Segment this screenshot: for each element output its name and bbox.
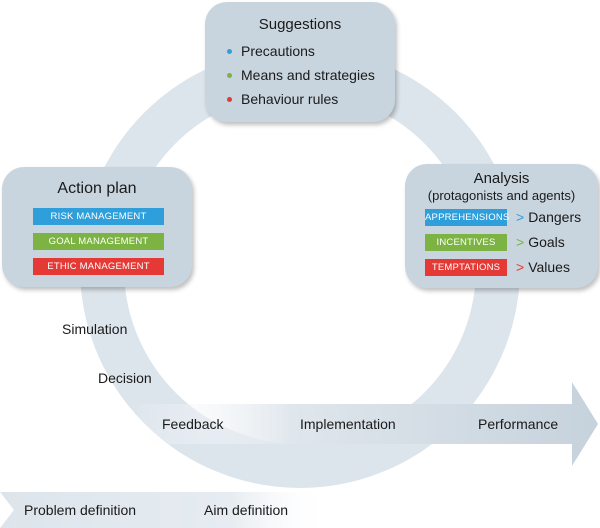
suggestions-box: Suggestions Precautions Means and strate… bbox=[205, 2, 395, 122]
bullet-dot-icon bbox=[227, 97, 232, 102]
suggestion-item: Behaviour rules bbox=[227, 87, 395, 111]
bullet-dot-icon bbox=[227, 49, 232, 54]
bullet-dot-icon bbox=[227, 73, 232, 78]
tag-apprehensions: APPREHENSIONS bbox=[425, 209, 509, 226]
label-implementation: Implementation bbox=[300, 416, 396, 432]
analysis-row-dangers: >Dangers bbox=[516, 209, 582, 225]
analysis-row-values: >Values bbox=[516, 259, 570, 275]
label-feedback: Feedback bbox=[162, 416, 224, 432]
tag-temptations: TEMPTATIONS bbox=[425, 259, 507, 276]
chevron-right-icon: > bbox=[516, 234, 525, 250]
label-problem-definition: Problem definition bbox=[24, 502, 137, 518]
problem-definition-arrow bbox=[0, 492, 330, 528]
analysis-title: Analysis bbox=[473, 170, 530, 187]
performance-arrow bbox=[130, 382, 598, 466]
chevron-right-icon: > bbox=[516, 259, 525, 275]
label-decision: Decision bbox=[98, 370, 152, 386]
suggestions-list: Precautions Means and strategies Behavio… bbox=[205, 39, 395, 111]
action-plan-title: Action plan bbox=[57, 180, 137, 197]
analysis-row-goals: >Goals bbox=[516, 234, 565, 250]
suggestion-item: Means and strategies bbox=[227, 63, 395, 87]
tag-goal-management: GOAL MANAGEMENT bbox=[33, 233, 164, 250]
tag-risk-management: RISK MANAGEMENT bbox=[33, 208, 164, 225]
analysis-box: Analysis (protagonists and agents) APPRE… bbox=[405, 164, 598, 288]
label-performance: Performance bbox=[478, 416, 559, 432]
tag-incentives: INCENTIVES bbox=[425, 234, 507, 251]
action-plan-box: Action plan RISK MANAGEMENT GOAL MANAGEM… bbox=[2, 167, 192, 287]
analysis-subtitle: (protagonists and agents) bbox=[427, 188, 576, 203]
suggestions-title: Suggestions bbox=[258, 16, 342, 33]
tag-ethic-management: ETHIC MANAGEMENT bbox=[33, 258, 164, 275]
suggestion-item: Precautions bbox=[227, 39, 395, 63]
label-simulation: Simulation bbox=[62, 321, 128, 337]
label-aim-definition: Aim definition bbox=[204, 502, 289, 518]
chevron-right-icon: > bbox=[516, 209, 525, 225]
